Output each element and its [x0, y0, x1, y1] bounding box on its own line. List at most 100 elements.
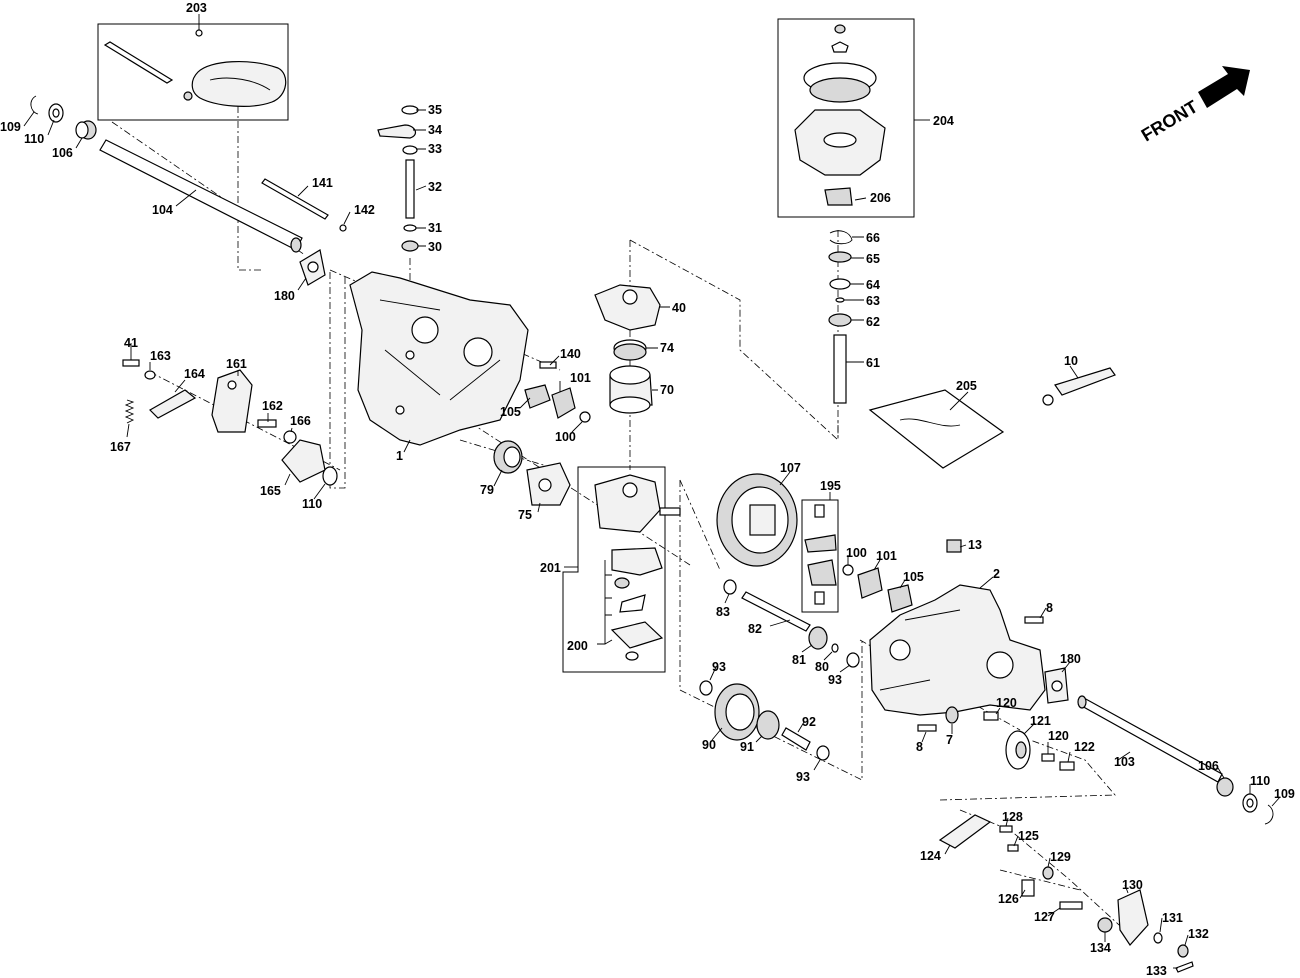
part-housing-2 [869, 584, 1046, 716]
part-clip-109-right [1264, 804, 1274, 825]
label-33: 33 [428, 142, 442, 156]
label-110-left: 110 [24, 132, 44, 146]
part-bushing-129 [1042, 866, 1054, 880]
label-133: 133 [1146, 964, 1167, 978]
part-spring-134 [1097, 917, 1113, 933]
part-key-120-upper [983, 711, 999, 721]
label-74: 74 [660, 341, 674, 355]
label-64: 64 [866, 278, 880, 292]
label-2: 2 [993, 567, 1000, 581]
label-167: 167 [110, 440, 131, 454]
part-stack-61-66 [828, 230, 853, 404]
part-seal-74 [613, 339, 647, 361]
label-7: 7 [946, 733, 953, 747]
part-bolt-8-upper [1024, 616, 1044, 624]
label-40: 40 [672, 301, 686, 315]
label-100-left: 100 [555, 430, 576, 444]
kit-box-203 [97, 23, 289, 121]
label-140: 140 [560, 347, 581, 361]
part-pin-128 [999, 825, 1013, 833]
part-bracket-180-left [299, 249, 326, 286]
part-handle-10 [1042, 367, 1116, 406]
part-housing-1 [349, 271, 529, 446]
label-75: 75 [518, 508, 532, 522]
part-washer-93-right [816, 745, 830, 761]
part-washer-80 [831, 643, 839, 653]
part-pin-142 [339, 224, 347, 232]
part-nut-132 [1177, 944, 1189, 958]
part-washer-110-lower [322, 466, 338, 486]
label-131: 131 [1162, 911, 1183, 925]
label-93-right: 93 [796, 770, 810, 784]
part-bracket-40 [594, 284, 661, 331]
label-201: 201 [540, 561, 561, 575]
part-key-122 [1059, 761, 1075, 771]
part-spring-167 [124, 399, 135, 424]
label-1: 1 [396, 449, 403, 463]
label-107: 107 [780, 461, 801, 475]
label-13: 13 [968, 538, 982, 552]
label-100-right: 100 [846, 546, 867, 560]
kit-box-201 [562, 466, 666, 673]
part-housing-201 [594, 474, 681, 533]
label-30: 30 [428, 240, 442, 254]
front-indicator: FRONT [1138, 96, 1201, 145]
label-121: 121 [1030, 714, 1051, 728]
part-block-70 [609, 365, 653, 414]
label-124: 124 [920, 849, 941, 863]
part-arm-165 [281, 439, 326, 483]
part-pin-125 [1007, 844, 1019, 852]
part-gear-105-left [524, 384, 551, 409]
part-bolt-127 [1059, 901, 1083, 910]
label-130: 130 [1122, 878, 1143, 892]
part-bag-205 [868, 389, 1005, 469]
label-120-upper: 120 [996, 696, 1017, 710]
part-diff-195 [804, 504, 837, 605]
part-plate-161 [211, 369, 253, 433]
part-set-200 [610, 547, 664, 661]
label-105-left: 105 [500, 405, 521, 419]
part-washer-100-right [842, 564, 854, 576]
label-110-lower: 110 [302, 497, 322, 511]
label-103: 103 [1114, 755, 1135, 769]
part-bolt-41 [122, 359, 140, 367]
part-bolt-8-lower [917, 724, 937, 732]
part-bearing-106-left [75, 120, 97, 140]
part-bracket-180-right [1044, 667, 1069, 704]
label-92: 92 [802, 715, 816, 729]
part-washer-163 [144, 370, 156, 380]
part-cover-203 [183, 29, 287, 107]
part-pin-92 [781, 727, 811, 751]
label-104: 104 [152, 203, 173, 217]
label-132: 132 [1188, 927, 1209, 941]
label-162: 162 [262, 399, 283, 413]
part-washer-100-left [579, 411, 591, 423]
part-bracket-130 [1117, 889, 1149, 946]
label-109-right: 109 [1274, 787, 1295, 801]
label-180-right: 180 [1060, 652, 1081, 666]
label-180-left: 180 [274, 289, 295, 303]
label-120-lower: 120 [1048, 729, 1069, 743]
part-pin-133 [1175, 961, 1194, 973]
label-66: 66 [866, 231, 880, 245]
label-81: 81 [792, 653, 806, 667]
label-65: 65 [866, 252, 880, 266]
part-gear-91 [756, 710, 780, 740]
part-seal-79 [493, 440, 523, 474]
front-arrow-icon [1198, 66, 1250, 108]
label-122: 122 [1074, 740, 1095, 754]
label-163: 163 [150, 349, 171, 363]
label-128: 128 [1002, 810, 1023, 824]
label-82: 82 [748, 622, 762, 636]
label-166: 166 [290, 414, 311, 428]
part-key-120-lower [1041, 753, 1055, 762]
part-washer-110-left [48, 103, 64, 123]
label-204: 204 [933, 114, 954, 128]
label-31: 31 [428, 221, 442, 235]
kit-box-204 [777, 18, 915, 218]
part-pulley-fan-204 [794, 24, 886, 206]
part-washer-93-left [699, 680, 713, 696]
label-62: 62 [866, 315, 880, 329]
